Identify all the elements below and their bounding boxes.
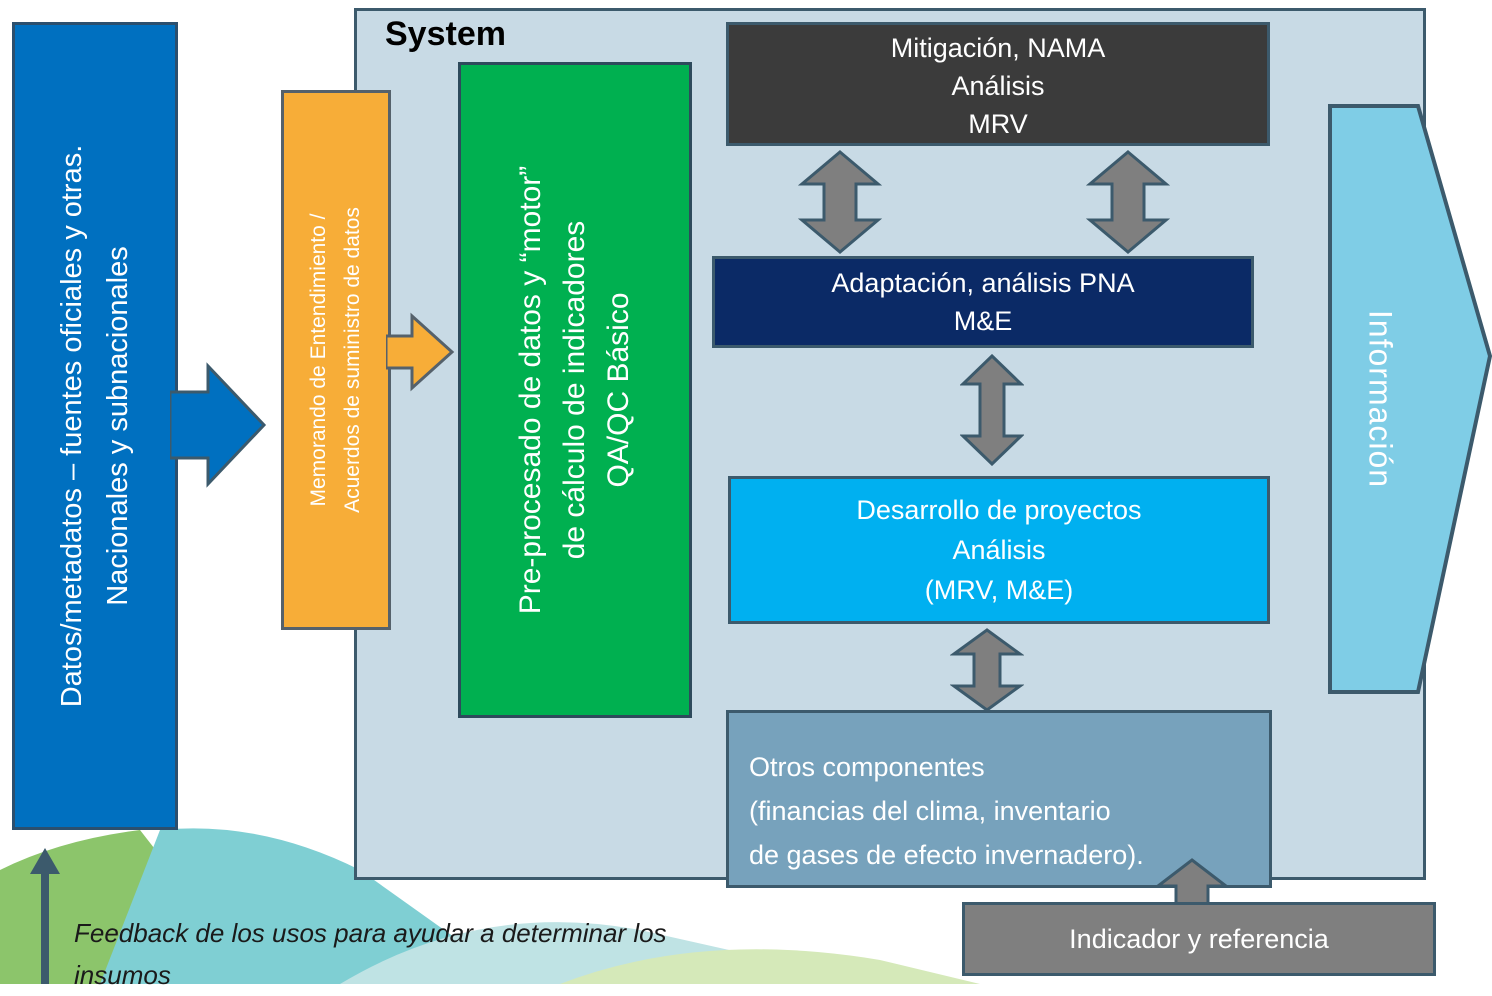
projects-line-2: Análisis	[952, 535, 1046, 565]
information-label-area: Información	[1330, 104, 1430, 694]
system-title: System	[385, 15, 506, 53]
wave-teal	[100, 828, 520, 984]
feedback-up-arrow	[30, 848, 60, 984]
source-line-1: Datos/metadatos – fuentes oficiales y ot…	[56, 144, 88, 708]
others-line-3: de gases de efecto invernadero).	[749, 840, 1144, 870]
adaptation-line-2: M&E	[953, 306, 1013, 336]
feedback-line-1: Feedback de los usos para ayudar a deter…	[74, 918, 667, 948]
source-line-2: Nacionales y subnacionales	[102, 246, 134, 606]
agreements-line-1: Memorando de Entendimiento /	[307, 213, 330, 507]
preprocess-box: Pre-procesado de datos y “motor” de cálc…	[458, 62, 692, 718]
mitigation-line-2: Análisis	[951, 71, 1045, 101]
information-arrow	[1328, 104, 1492, 694]
projects-line-3: (MRV, M&E)	[924, 575, 1074, 605]
mitigation-line-3: MRV	[968, 109, 1028, 139]
mitigation-box: Mitigación, NAMA Análisis MRV	[726, 22, 1270, 146]
others-line-2: (financias del clima, inventario	[749, 796, 1111, 826]
adaptation-line-1: Adaptación, análisis PNA	[831, 268, 1135, 298]
preprocess-line-1: Pre-procesado de datos y “motor”	[514, 165, 547, 615]
double-arrow-projects-others	[950, 628, 1024, 712]
indicator-box: Indicador y referencia	[962, 902, 1436, 976]
indicator-up-arrow	[1153, 858, 1231, 906]
agreements-line-2: Acuerdos de suministro de datos	[341, 207, 364, 513]
double-arrow-mitigation-adaptation-left	[798, 150, 882, 254]
indicator-label: Indicador y referencia	[1069, 923, 1329, 954]
mitigation-line-1: Mitigación, NAMA	[890, 33, 1106, 63]
preprocess-line-2: de cálculo de indicadores	[558, 220, 591, 560]
feedback-text: Feedback de los usos para ayudar a deter…	[74, 912, 894, 996]
feedback-line-2: insumos	[74, 960, 171, 990]
projects-line-1: Desarrollo de proyectos	[856, 495, 1142, 525]
double-arrow-mitigation-adaptation-right	[1086, 150, 1170, 254]
projects-box: Desarrollo de proyectos Análisis (MRV, M…	[728, 476, 1270, 624]
preprocess-line-3: QA/QC Básico	[602, 292, 635, 488]
agreements-to-preprocess-arrow	[386, 312, 455, 392]
source-data-box: Datos/metadatos – fuentes oficiales y ot…	[12, 22, 178, 830]
information-label: Información	[1362, 309, 1399, 489]
agreements-box: Memorando de Entendimiento / Acuerdos de…	[281, 90, 391, 630]
double-arrow-adaptation-projects	[960, 354, 1024, 466]
others-line-1: Otros componentes	[749, 752, 985, 782]
source-to-agreements-arrow	[170, 362, 267, 488]
wave-lime	[560, 949, 980, 984]
adaptation-box: Adaptación, análisis PNA M&E	[712, 256, 1254, 348]
others-box: Otros componentes (financias del clima, …	[726, 710, 1272, 888]
